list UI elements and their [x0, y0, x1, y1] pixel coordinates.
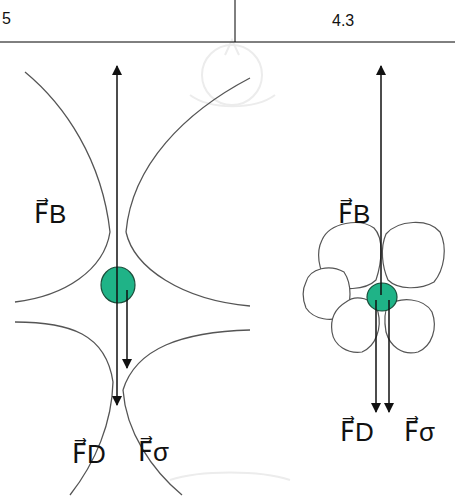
table-rules [0, 0, 455, 42]
force-label: F⃗σ [404, 418, 435, 447]
force-label: F⃗σ [138, 438, 169, 467]
bubble-outlines [15, 72, 250, 495]
particle [101, 267, 135, 303]
table-cell: 4.3 [332, 12, 354, 30]
force-label: F⃗D [72, 440, 106, 469]
particle [367, 283, 397, 311]
force-arrows [376, 66, 389, 412]
force-label: F⃗B [338, 200, 370, 229]
force-label: F⃗D [340, 418, 374, 447]
grain-outlines [303, 222, 444, 352]
table-cell: 5 [2, 10, 11, 28]
watermark [170, 40, 290, 480]
force-label: F⃗B [34, 200, 66, 229]
force-arrows [117, 66, 127, 405]
